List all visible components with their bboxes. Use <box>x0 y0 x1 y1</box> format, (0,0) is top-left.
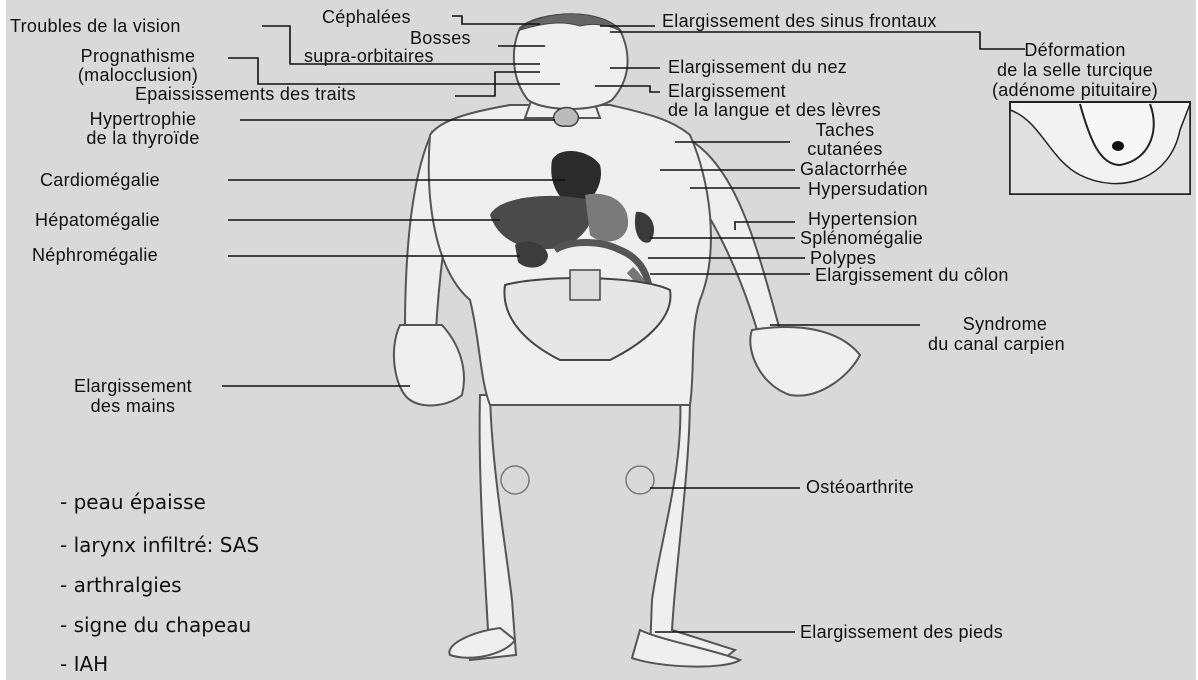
left-leg <box>650 395 735 662</box>
label-thyroide-2: de la thyroïde <box>48 129 238 148</box>
note-item: - larynx infiltré: SAS <box>60 533 259 557</box>
label-galactorrhee: Galactorrhée <box>800 160 908 179</box>
label-troubles-vision: Troubles de la vision <box>10 17 181 36</box>
left-knee <box>626 466 654 494</box>
note-item: - IAH <box>60 652 108 676</box>
label-hypersudation: Hypersudation <box>808 180 928 199</box>
label-thyroide-1: Hypertrophie <box>48 110 238 129</box>
label-hypertension: Hypertension <box>808 210 918 229</box>
label-langue-2: de la langue et des lèvres <box>668 101 881 120</box>
label-osteoarthrite: Ostéoarthrite <box>806 478 914 497</box>
label-splenomegalie: Splénomégalie <box>800 229 923 248</box>
right-knee <box>501 466 529 494</box>
label-mains-1: Elargissement <box>38 377 228 396</box>
note-item: - signe du chapeau <box>60 613 251 637</box>
label-bosses-2: supra-orbitaires <box>304 47 434 66</box>
label-cardiomegalie: Cardiomégalie <box>40 171 160 190</box>
label-nez: Elargissement du nez <box>668 58 847 77</box>
label-epaississements: Epaississements des traits <box>135 85 356 104</box>
label-sinus: Elargissement des sinus frontaux <box>662 12 937 31</box>
sella-turcica-inset <box>1010 102 1190 194</box>
label-deformation-3: (adénome pituitaire) <box>955 81 1195 100</box>
right-hand <box>394 325 464 405</box>
thyroid <box>554 108 579 127</box>
label-cephalees: Céphalées <box>322 8 411 27</box>
label-langue-1: Elargissement <box>668 82 786 101</box>
label-mains-2: des mains <box>38 397 228 416</box>
head <box>514 15 628 109</box>
label-deformation-2: de la selle turcique <box>955 61 1195 80</box>
label-colon: Elargissement du côlon <box>815 266 1009 285</box>
note-item: - arthralgies <box>60 573 182 597</box>
left-hand <box>750 327 860 396</box>
label-carpien-2: du canal carpien <box>928 335 1065 354</box>
label-taches-1: Taches <box>790 121 900 140</box>
label-hepatomegalie: Hépatomégalie <box>35 211 160 230</box>
label-carpien-1: Syndrome <box>905 315 1105 334</box>
label-prognathisme-1: Prognathisme <box>48 47 228 66</box>
label-taches-2: cutanées <box>790 140 900 159</box>
label-deformation-1: Déformation <box>955 41 1195 60</box>
spine <box>570 270 600 300</box>
note-item: - peau épaisse <box>60 490 206 514</box>
right-leg <box>468 395 516 660</box>
label-nephromegalie: Néphromégalie <box>32 246 158 265</box>
label-prognathisme-2: (malocclusion) <box>48 66 228 85</box>
label-pieds: Elargissement des pieds <box>800 623 1003 642</box>
